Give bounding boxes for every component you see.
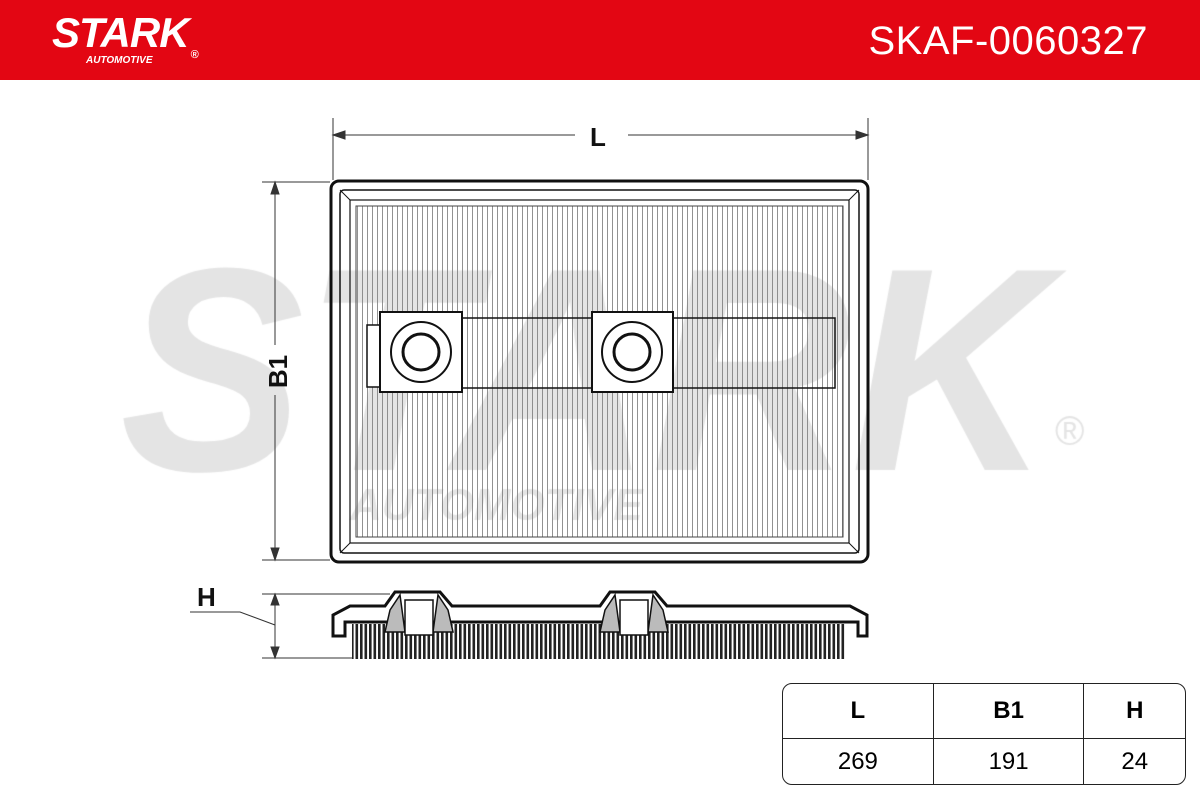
stark-logo: STARK® AUTOMOTIVE <box>52 9 199 68</box>
dimensions-table: L B1 H 269 191 24 <box>782 683 1186 785</box>
table-header-h: H <box>1084 684 1185 739</box>
height-label: H <box>197 582 216 612</box>
left-hub <box>379 311 463 393</box>
table-header-l: L <box>783 684 934 739</box>
header-bar: STARK® AUTOMOTIVE SKAF-0060327 <box>0 0 1200 80</box>
table-header-b1: B1 <box>933 684 1085 739</box>
right-hub <box>591 311 674 393</box>
registered-mark: ® <box>190 49 199 61</box>
height-dimension <box>190 592 390 660</box>
part-number: SKAF-0060327 <box>868 19 1148 63</box>
logo-text: STARK <box>52 9 190 56</box>
filter-side-view <box>331 590 869 659</box>
table-value-h: 24 <box>1121 747 1149 775</box>
logo-subtext: AUTOMOTIVE <box>86 55 153 66</box>
width-label: B1 <box>263 354 294 389</box>
table-value-b1: 191 <box>934 739 1085 784</box>
table-value-l: 269 <box>783 739 934 784</box>
length-label: L <box>590 122 606 152</box>
filter-top-view <box>329 179 870 564</box>
